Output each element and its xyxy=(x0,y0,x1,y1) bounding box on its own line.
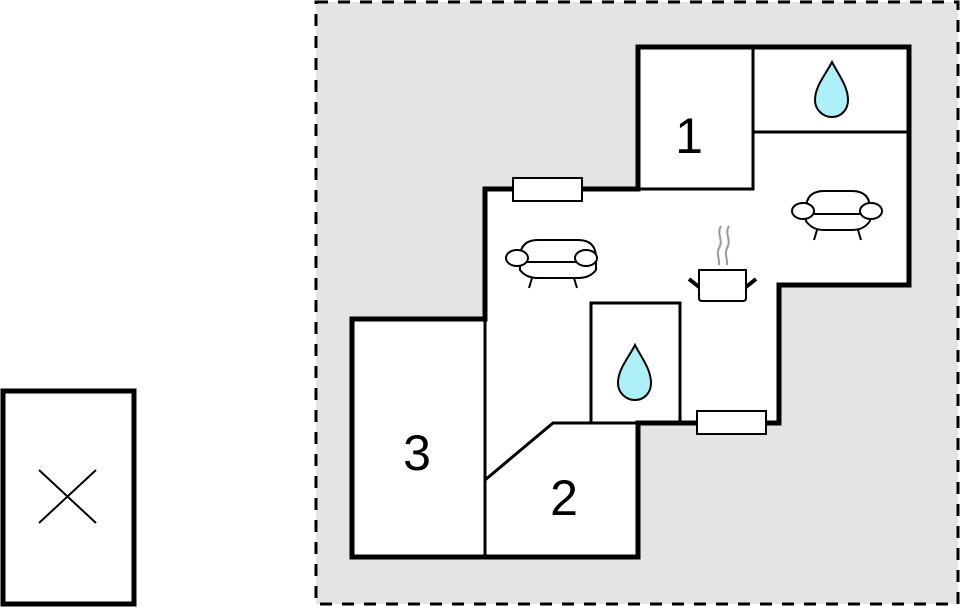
cooking-pot-icon xyxy=(687,225,758,302)
water-drop-icon xyxy=(813,59,850,119)
room-1-label: 1 xyxy=(675,108,703,164)
room-2-label: 2 xyxy=(550,470,578,526)
outbuilding xyxy=(0,388,137,607)
window xyxy=(696,410,767,435)
window xyxy=(512,177,583,202)
interior-walls xyxy=(483,47,909,557)
sofa-icon xyxy=(791,190,883,241)
water-drop-icon xyxy=(616,342,653,402)
x-mark-icon xyxy=(38,469,97,524)
sofa-icon xyxy=(505,239,598,289)
room-3-label: 3 xyxy=(403,425,431,481)
